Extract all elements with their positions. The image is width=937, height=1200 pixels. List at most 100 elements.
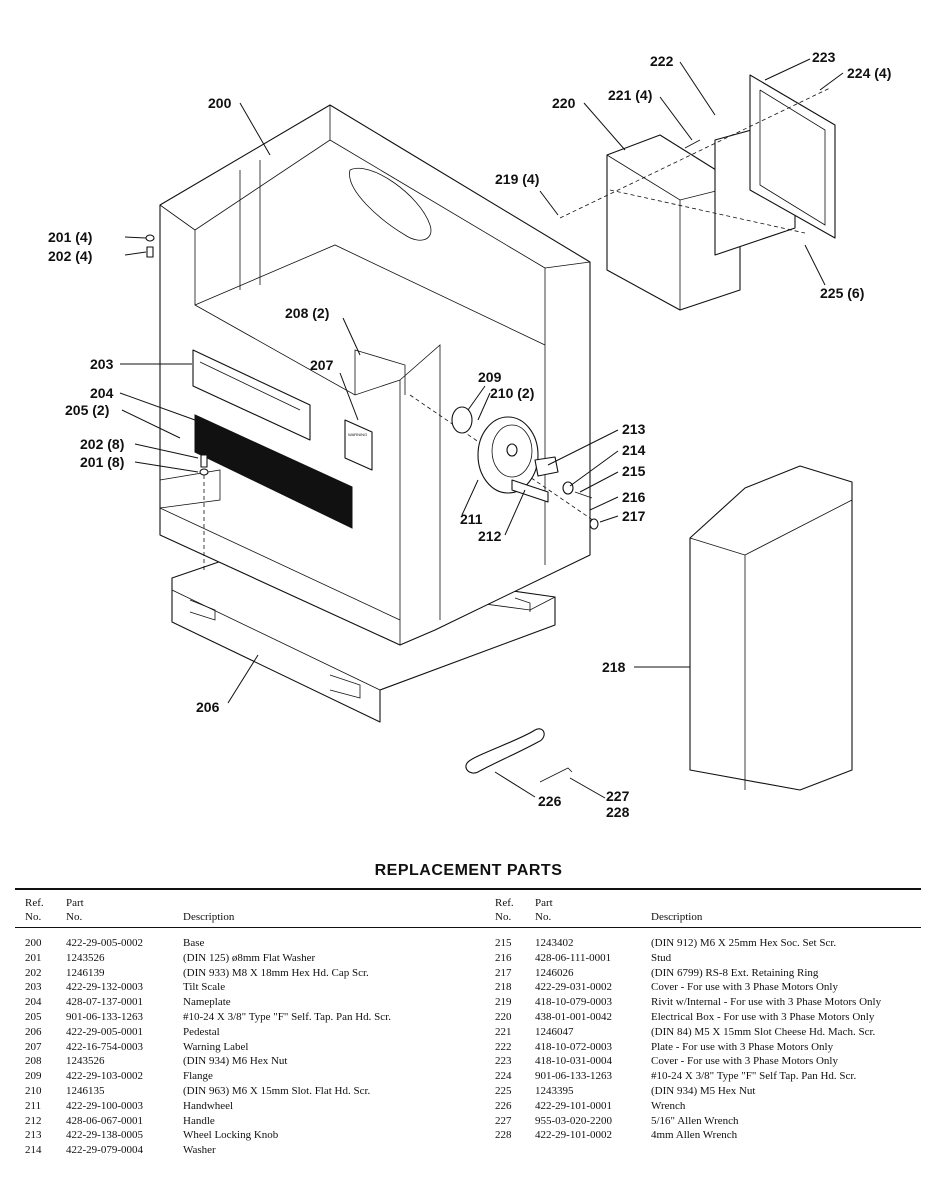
table-row: 223 418-10-031-0004 Cover - For use with 3… xyxy=(495,1054,925,1069)
callout-207: 207 xyxy=(310,357,334,373)
header-part-top: Part xyxy=(535,897,553,909)
description: Pedestal xyxy=(183,1025,220,1038)
callout-217: 217 xyxy=(622,508,646,524)
description: (DIN 125) ø8mm Flat Washer xyxy=(183,951,316,964)
callout-200: 200 xyxy=(208,95,232,111)
part-no: 955-03-020-2200 xyxy=(535,1114,612,1127)
callout-209: 209 xyxy=(478,369,502,385)
part-no: 422-29-005-0001 xyxy=(66,1025,143,1038)
callout-220: 220 xyxy=(552,95,576,111)
part-no: 418-10-079-0003 xyxy=(535,996,612,1009)
ref-no: 216 xyxy=(495,951,512,964)
ref-no: 223 xyxy=(495,1055,512,1068)
part-no: 422-29-101-0002 xyxy=(535,1129,612,1142)
part-no: 1246026 xyxy=(535,966,574,979)
part-no: 1243526 xyxy=(66,1055,105,1068)
ref-no: 208 xyxy=(25,1055,42,1068)
ref-no: 219 xyxy=(495,996,512,1009)
wrenches-drawing xyxy=(465,728,573,783)
header-ref-top: Ref. xyxy=(495,897,514,909)
description: Tilt Scale xyxy=(183,981,226,994)
part-no: 422-29-100-0003 xyxy=(66,1099,143,1112)
part-no: 422-29-101-0001 xyxy=(535,1099,612,1112)
header-ref-bottom: No. xyxy=(25,911,42,923)
ref-no: 205 xyxy=(25,1010,42,1023)
part-no: 422-29-132-0003 xyxy=(66,981,143,994)
part-no: 901-06-133-1263 xyxy=(66,1010,143,1023)
callout-213: 213 xyxy=(622,421,646,437)
ref-no: 227 xyxy=(495,1114,512,1127)
callout-219: 219 (4) xyxy=(495,171,539,187)
header-ref-top: Ref. xyxy=(25,897,44,909)
ref-no: 204 xyxy=(25,996,42,1009)
part-no: 418-10-031-0004 xyxy=(535,1055,612,1068)
table-row: 219 418-10-079-0003 Rivit w/Internal - For… xyxy=(495,995,925,1010)
description: Washer xyxy=(183,1144,216,1157)
ref-no: 218 xyxy=(495,981,512,994)
header-description-right: Description xyxy=(651,911,703,923)
callout-201a: 201 (4) xyxy=(48,229,92,245)
description: Handle xyxy=(183,1114,215,1127)
diagram-svg: WARNING xyxy=(48,49,891,820)
part-no: 422-29-005-0002 xyxy=(66,937,143,949)
description: Rivit w/Internal - For use with 3 Phase … xyxy=(651,996,882,1009)
header-part-bottom: No. xyxy=(66,911,83,923)
ref-no: 210 xyxy=(25,1084,42,1097)
part-no: 428-07-137-0001 xyxy=(66,996,143,1009)
ref-no: 226 xyxy=(495,1099,512,1112)
header-part-bottom: No. xyxy=(535,911,552,923)
ref-no: 202 xyxy=(25,966,42,979)
callout-228: 228 xyxy=(606,804,630,820)
exploded-parts-diagram: WARNING xyxy=(48,49,891,820)
header-ref-bottom: No. xyxy=(495,911,512,923)
callout-211: 211 xyxy=(460,511,483,527)
callout-215: 215 xyxy=(622,463,646,479)
ref-no: 220 xyxy=(495,1010,512,1023)
ref-no: 222 xyxy=(495,1040,512,1053)
callout-210: 210 (2) xyxy=(490,385,534,401)
ref-no: 209 xyxy=(25,1070,42,1083)
header-part-top: Part xyxy=(66,897,84,909)
callout-206: 206 xyxy=(196,699,220,715)
title-rule xyxy=(15,888,921,890)
ref-no: 224 xyxy=(495,1070,512,1083)
callout-208: 208 (2) xyxy=(285,305,329,321)
part-no: 428-06-067-0001 xyxy=(66,1114,143,1127)
part-no: 422-29-079-0004 xyxy=(66,1144,143,1157)
description: Cover - For use with 3 Phase Motors Only xyxy=(651,981,838,994)
header-part-left: Part No. xyxy=(66,896,84,924)
callout-216: 216 xyxy=(622,489,646,505)
description: 4mm Allen Wrench xyxy=(651,1129,738,1142)
description: Cover - For use with 3 Phase Motors Only xyxy=(651,1055,838,1068)
callout-225: 225 (6) xyxy=(820,285,864,301)
callout-202b: 202 (8) xyxy=(80,436,124,452)
description: Handwheel xyxy=(183,1099,234,1112)
warning-label-drawing: WARNING xyxy=(344,419,373,471)
hardware-drawing xyxy=(145,234,209,570)
tilt-scale-drawing xyxy=(192,349,311,441)
callout-202a: 202 (4) xyxy=(48,248,92,264)
part-no: 428-06-111-0001 xyxy=(535,951,612,964)
description: Wheel Locking Knob xyxy=(183,1129,279,1142)
parts-title: REPLACEMENT PARTS xyxy=(374,862,563,879)
description: #10-24 X 3/8" Type "F" Self Tap. Pan Hd.… xyxy=(651,1070,857,1083)
part-no: 1246135 xyxy=(66,1084,105,1097)
part-no: 422-29-031-0002 xyxy=(535,981,612,994)
leader-lines xyxy=(119,58,844,799)
description: Base xyxy=(183,937,205,949)
base-cabinet-drawing xyxy=(159,104,591,646)
description: (DIN 934) M5 Hex Nut xyxy=(651,1084,756,1097)
header-description-left: Description xyxy=(183,911,235,923)
description: Flange xyxy=(183,1070,213,1083)
